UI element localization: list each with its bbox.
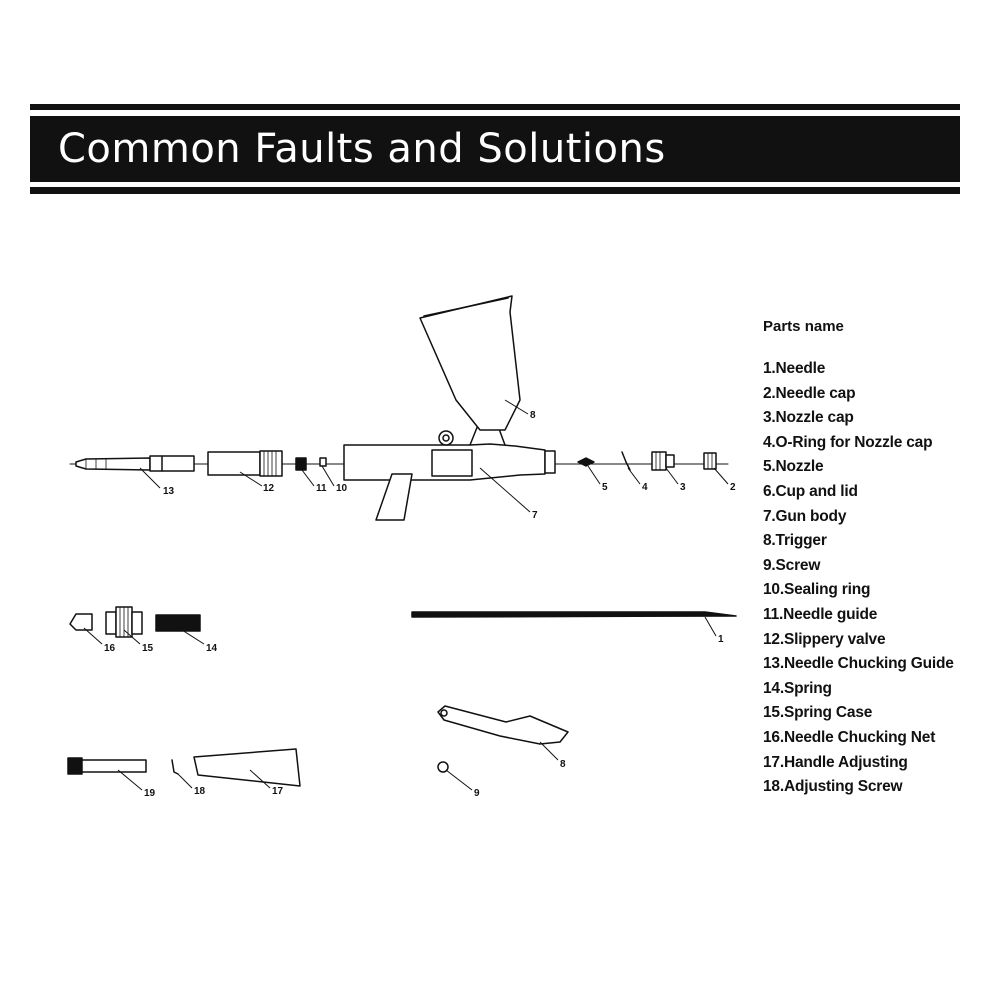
callout-17: 17 xyxy=(272,786,284,797)
slippery-valve-drawing xyxy=(207,450,283,477)
list-item: 9.Screw xyxy=(763,556,821,574)
header-rule-top xyxy=(30,104,960,110)
parts-list: 1.Needle 2.Needle cap 3.Nozzle cap 4.O-R… xyxy=(763,357,995,800)
callout-9: 9 xyxy=(474,788,480,799)
cup-drawing xyxy=(419,295,521,431)
list-item: 13.Needle Chucking Guide xyxy=(763,655,954,673)
exploded-parts-diagram: 13 12 11 10 7 8 5 4 3 2 1 16 15 14 19 18… xyxy=(67,295,737,799)
gun-body-drawing xyxy=(343,417,556,521)
callout-12: 12 xyxy=(263,483,275,494)
page-title: Common Faults and Solutions xyxy=(58,126,666,172)
callout-4: 4 xyxy=(642,482,648,493)
handle-adjusting-drawing xyxy=(193,748,301,787)
o-ring-drawing xyxy=(621,451,631,471)
callout-15: 15 xyxy=(142,643,154,654)
callout-8-trigger: 8 xyxy=(560,759,566,770)
callout-14: 14 xyxy=(206,643,218,654)
spring-drawing xyxy=(155,614,201,632)
list-item: 15.Spring Case xyxy=(763,704,873,722)
sealing-ring-drawing xyxy=(319,457,327,467)
callout-11: 11 xyxy=(316,483,327,494)
callout-1: 1 xyxy=(718,634,724,645)
list-item: 14.Spring xyxy=(763,679,832,697)
list-item: 11.Needle guide xyxy=(763,605,878,623)
callout-8: 8 xyxy=(530,410,536,421)
parts-legend: Parts name 1.Needle 2.Needle cap 3.Nozzl… xyxy=(763,318,995,800)
list-item: 5.Nozzle xyxy=(763,458,824,476)
trigger-drawing xyxy=(437,705,569,745)
callout-10: 10 xyxy=(336,483,348,494)
header-banner: Common Faults and Solutions xyxy=(30,104,960,194)
nozzle-drawing xyxy=(577,457,595,467)
screw-drawing xyxy=(437,761,449,773)
list-item: 2.Needle cap xyxy=(763,384,856,402)
needle-chucking-guide-part-drawing xyxy=(67,757,147,775)
callout-18: 18 xyxy=(194,786,206,797)
title-bar: Common Faults and Solutions xyxy=(30,116,960,182)
needle-guide-drawing xyxy=(295,457,307,471)
spring-case-drawing xyxy=(105,606,143,638)
list-item: 3.Nozzle cap xyxy=(763,409,854,427)
list-item: 7.Gun body xyxy=(763,507,847,525)
needle-cap-drawing xyxy=(703,452,717,470)
list-item: 6.Cup and lid xyxy=(763,482,858,500)
parts-heading: Parts name xyxy=(763,318,844,335)
callout-19: 19 xyxy=(144,788,156,799)
callout-7: 7 xyxy=(532,510,538,521)
callout-5: 5 xyxy=(602,482,608,493)
callout-13: 13 xyxy=(163,486,175,497)
list-item: 8.Trigger xyxy=(763,532,827,550)
needle-drawing xyxy=(411,611,737,618)
list-item: 18.Adjusting Screw xyxy=(763,778,903,796)
list-item: 16.Needle Chucking Net xyxy=(763,728,936,746)
callout-2: 2 xyxy=(730,482,736,493)
nozzle-cap-drawing xyxy=(651,451,675,471)
list-item: 10.Sealing ring xyxy=(763,581,871,599)
adjusting-screw-drawing xyxy=(171,759,179,775)
list-item: 17.Handle Adjusting xyxy=(763,753,908,771)
needle-chucking-guide-drawing xyxy=(75,455,195,472)
list-item: 4.O-Ring for Nozzle cap xyxy=(763,433,933,451)
needle-chucking-net-drawing xyxy=(69,613,93,631)
list-item: 1.Needle xyxy=(763,360,826,377)
header-rule-bottom xyxy=(30,187,960,194)
callout-3: 3 xyxy=(680,482,686,493)
callout-16: 16 xyxy=(104,643,116,654)
list-item: 12.Slippery valve xyxy=(763,630,886,648)
